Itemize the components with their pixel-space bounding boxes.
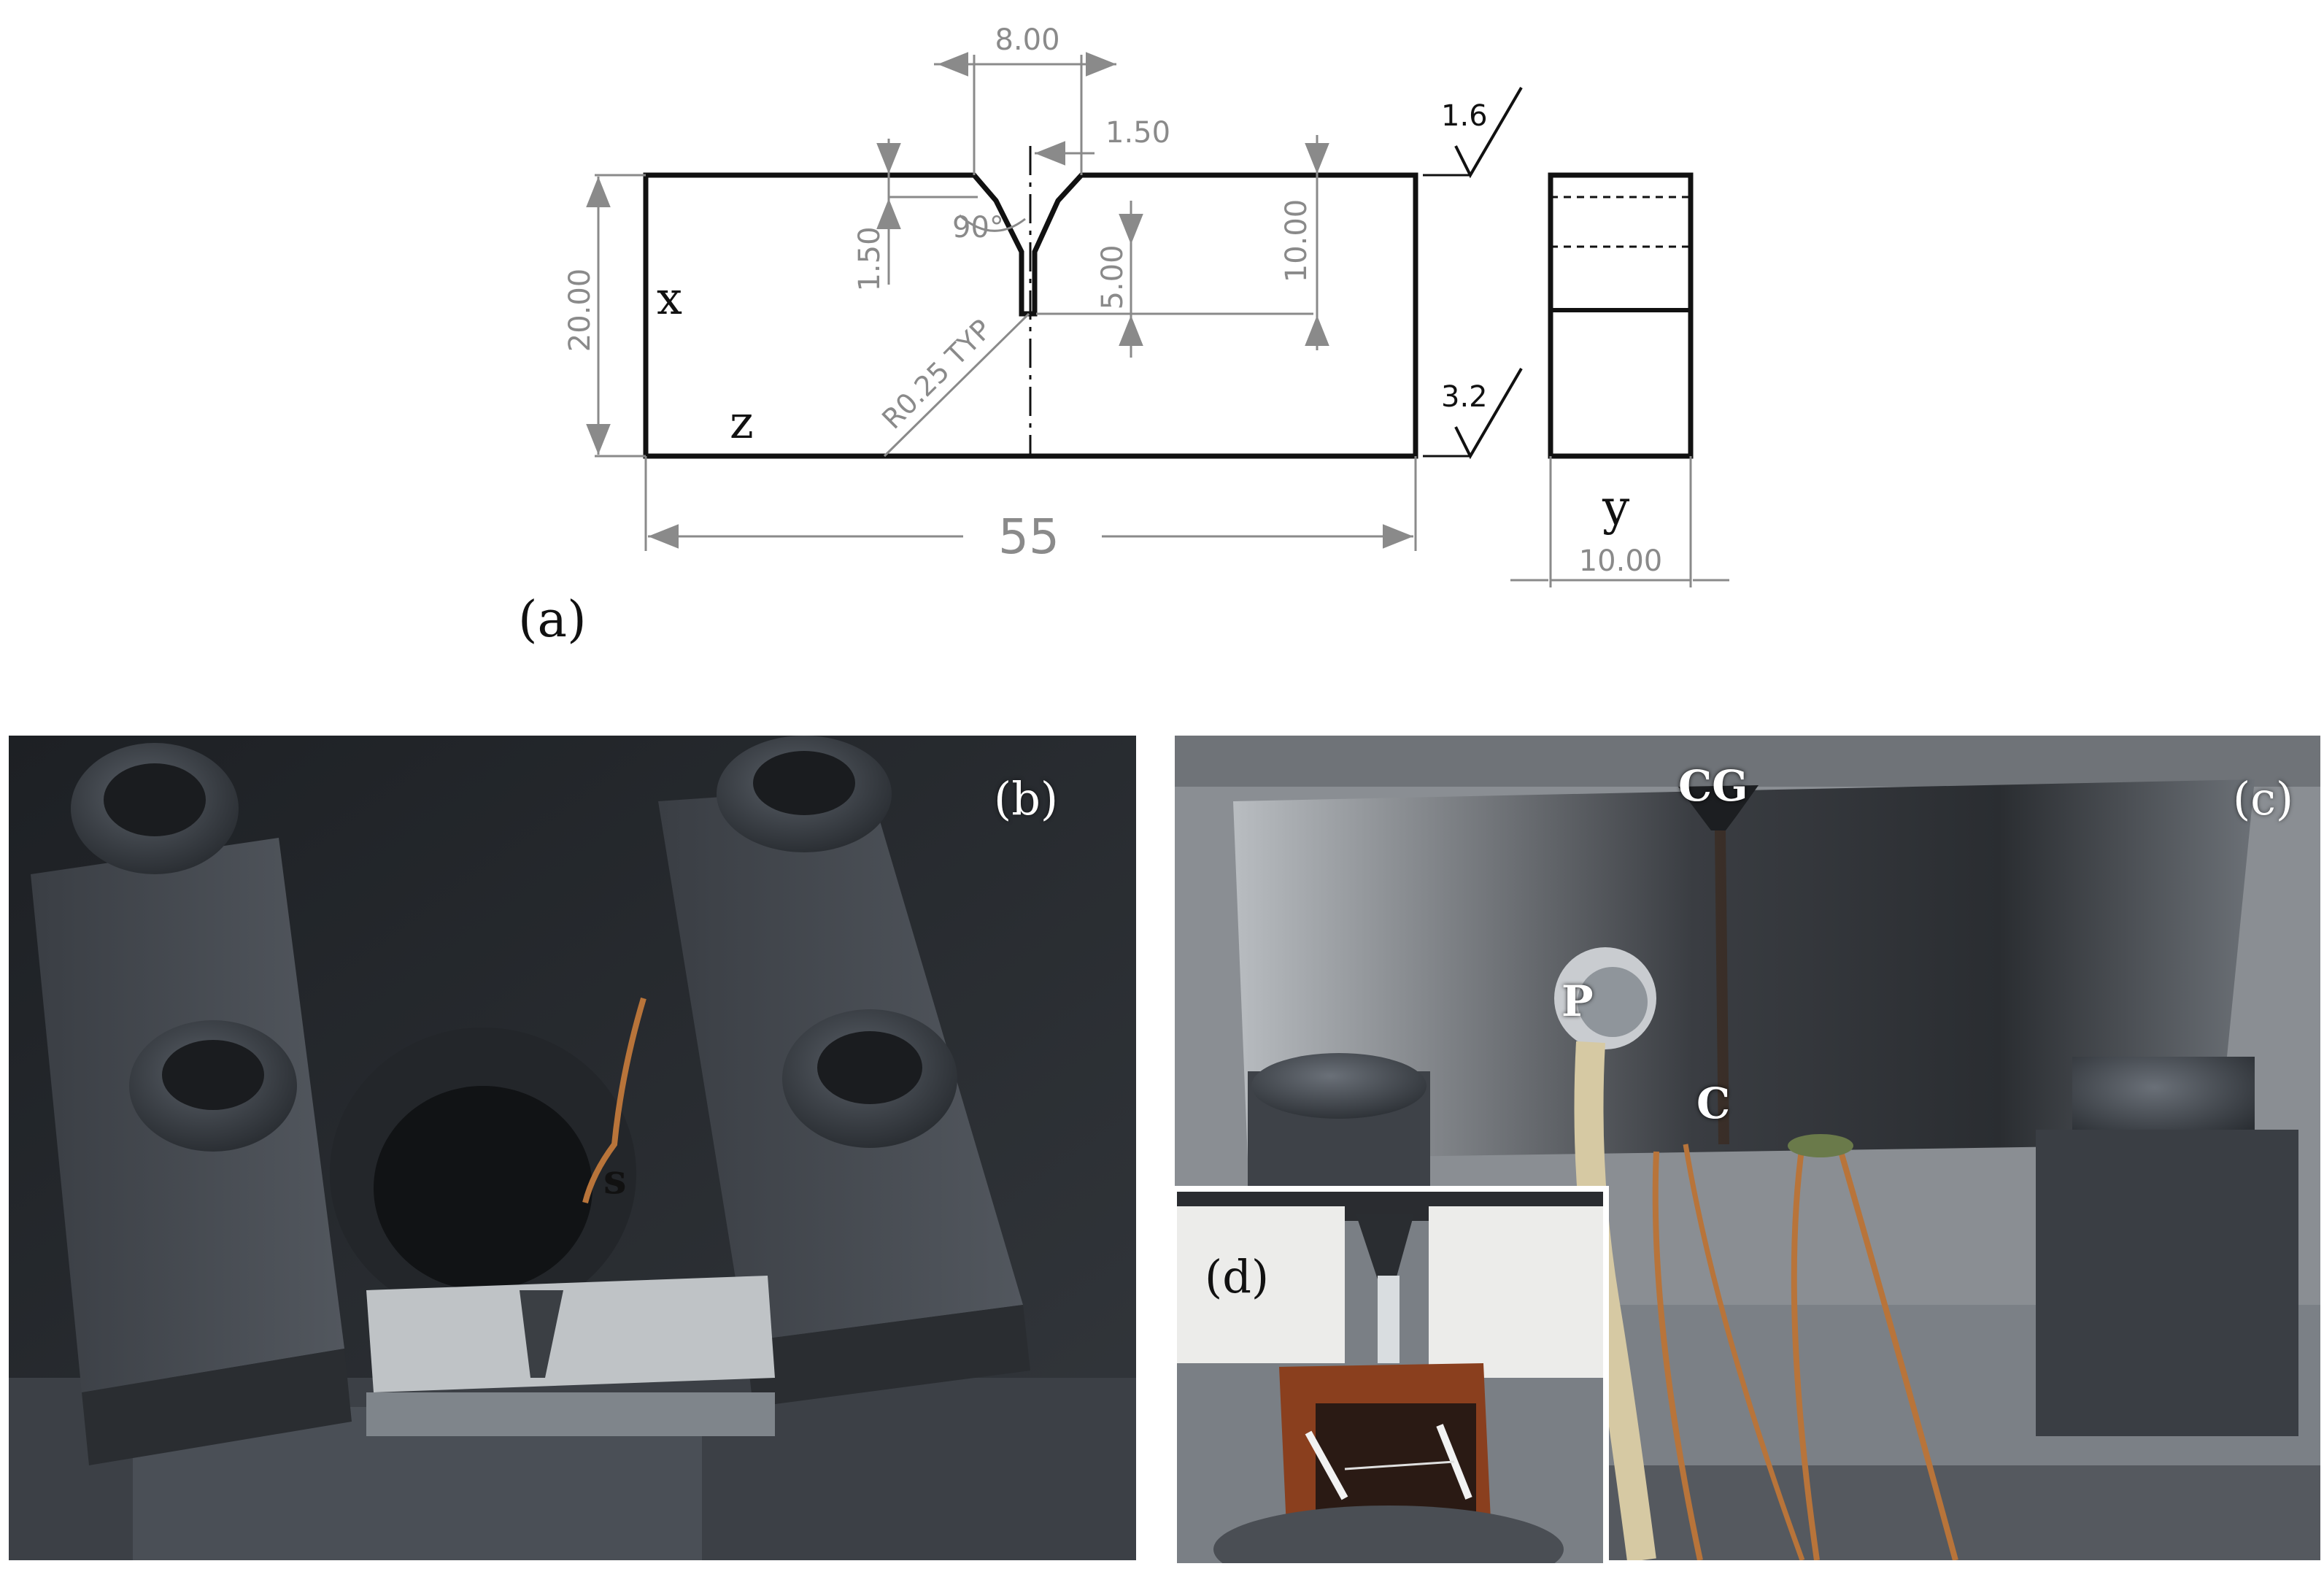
mark-label-p: P — [1561, 976, 1594, 1026]
dim-length: 55 — [998, 509, 1059, 565]
dim-notch-depth-top: 1.50 — [1105, 116, 1170, 150]
panel-label-b: (b) — [994, 772, 1059, 825]
photo-specimen-c: CG P C (c) — [1175, 736, 2320, 1560]
photo-fixture-b: (b) s — [9, 736, 1136, 1560]
specimen-label-s: s — [603, 1155, 627, 1203]
roughness-top: 1.6 — [1441, 99, 1488, 133]
dim-notch-angle: 90° — [952, 211, 1004, 244]
panel-label-d: (d) — [1205, 1250, 1270, 1303]
dim-notch-width: 8.00 — [995, 23, 1059, 57]
roughness-symbol-top — [1454, 86, 1523, 179]
dim-radius: R0.25 TYP — [876, 313, 997, 435]
mark-label-c: C — [1696, 1079, 1731, 1128]
fixture-illustration-b — [9, 736, 1136, 1560]
dim-height: 20.00 — [563, 269, 597, 352]
roughness-bottom: 3.2 — [1441, 380, 1488, 414]
dim-notch-depth-side: 1.50 — [853, 226, 887, 291]
axis-label-z: z — [730, 396, 754, 449]
specimen-illustration-c — [1175, 736, 2320, 1560]
technical-drawing: 8.00 1.50 1.50 90° 5.00 10.00 20.00 R0.2… — [518, 23, 1729, 649]
panel-label-a: (a) — [518, 591, 587, 649]
roughness-symbol-bottom — [1454, 367, 1523, 460]
axis-label-y: y — [1602, 479, 1630, 536]
mark-label-cg: CG — [1678, 761, 1748, 811]
panel-label-c: (c) — [2233, 772, 2294, 825]
photo-inset-d: (d) — [1171, 1186, 1609, 1569]
specimen-side-outline — [1548, 172, 1694, 459]
dim-ligament-height: 10.00 — [1280, 199, 1313, 283]
dim-thickness: 10.00 — [1579, 544, 1663, 578]
dim-slot-length: 5.00 — [1096, 244, 1130, 309]
inset-illustration-d — [1177, 1192, 1603, 1563]
axis-label-x: x — [657, 271, 682, 325]
